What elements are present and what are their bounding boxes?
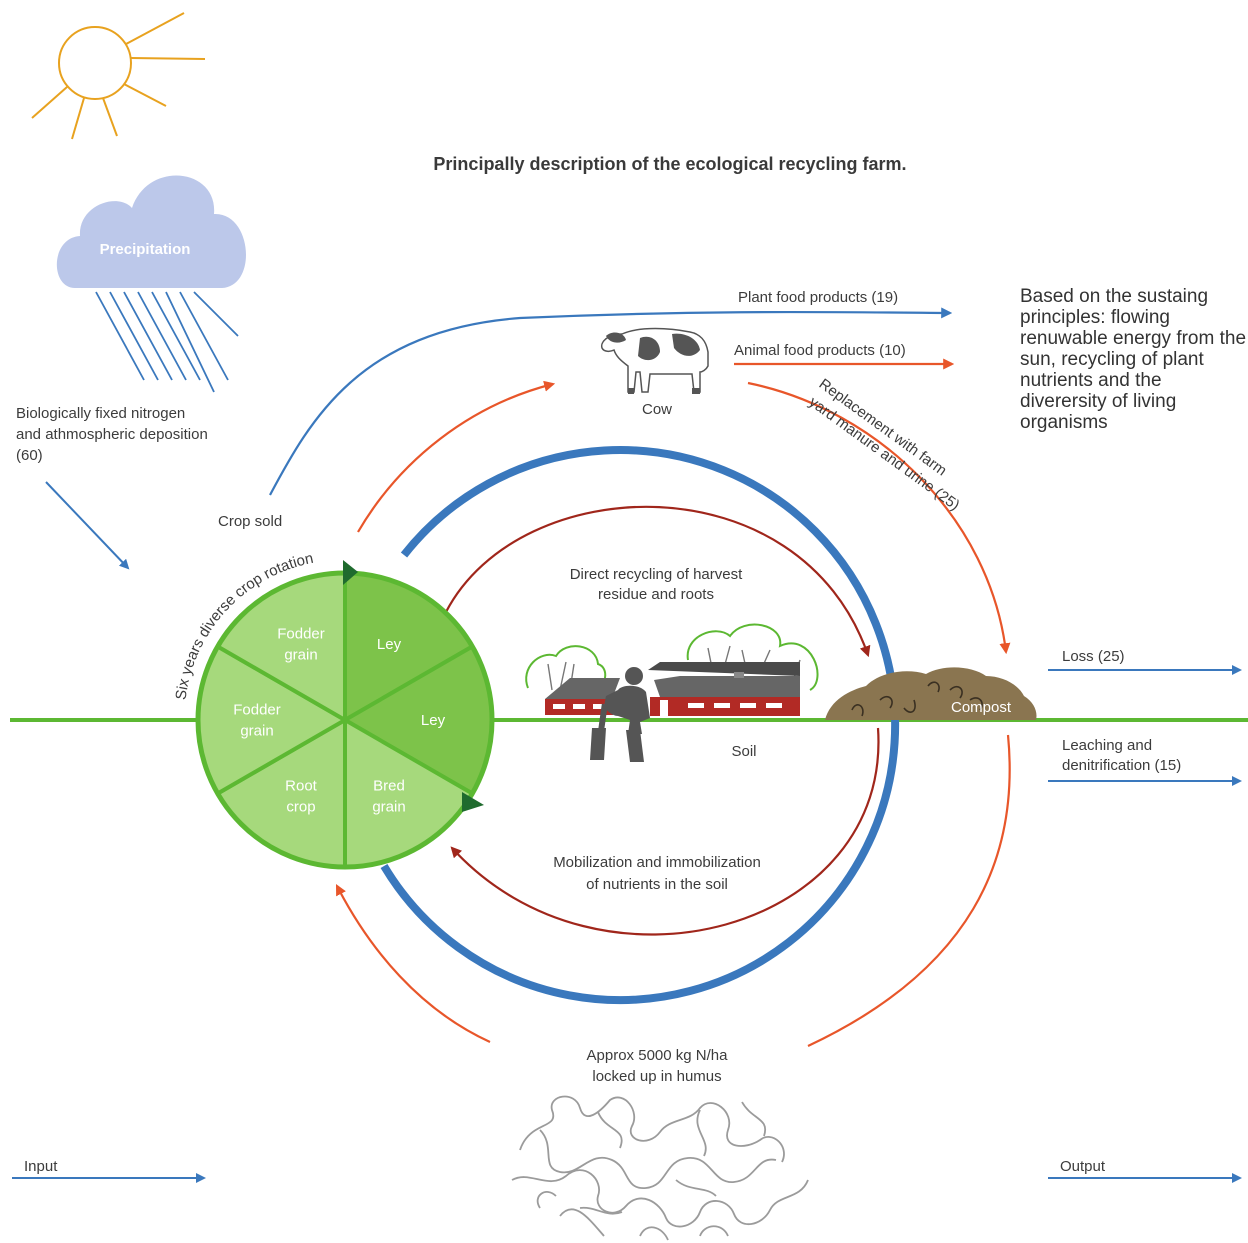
humus-label: Approx 5000 kg N/ha locked up in humus xyxy=(587,1047,729,1085)
crop-to-cow-arrow xyxy=(357,380,556,533)
svg-text:yard manure and urine (25): yard manure and urine (25) xyxy=(806,393,963,514)
mobilization-label: Mobilization and immobilization of nutri… xyxy=(553,854,761,893)
svg-text:Direct recycling of harvest: Direct recycling of harvest xyxy=(570,566,743,583)
svg-text:Approx 5000 kg N/ha: Approx 5000 kg N/ha xyxy=(587,1047,729,1064)
input-label: Input xyxy=(24,1158,58,1175)
manure-arrow xyxy=(747,381,1011,655)
compost-label: Compost xyxy=(951,699,1012,716)
cow-label: Cow xyxy=(642,401,672,418)
humus-to-crop-arrow xyxy=(335,884,491,1044)
rotation-sector-label: Ley xyxy=(421,712,446,729)
svg-text:Leaching and: Leaching and xyxy=(1062,737,1152,754)
farm-principles-text: Based on the sustaing principles: flowin… xyxy=(1020,286,1247,433)
direct-recycling-arrow xyxy=(445,505,871,658)
mobilization-arrow xyxy=(450,727,880,936)
plant-food-arrow xyxy=(269,307,953,496)
plant-food-label: Plant food products (19) xyxy=(738,289,898,306)
sun-icon xyxy=(31,12,206,140)
bio-nitrogen-label: Biologically fixed nitrogen and athmosph… xyxy=(16,405,208,464)
leaching-label: Leaching and denitrification (15) xyxy=(1062,737,1181,774)
humus-to-compost-arc xyxy=(807,734,1011,1047)
loss-label: Loss (25) xyxy=(1062,648,1125,665)
svg-text:Biologically fixed nitrogen: Biologically fixed nitrogen xyxy=(16,405,185,422)
humus-icon xyxy=(511,1095,809,1241)
compost-icon xyxy=(825,667,1037,720)
svg-text:residue and roots: residue and roots xyxy=(598,586,714,603)
animal-food-label: Animal food products (10) xyxy=(734,342,906,359)
svg-text:and athmospheric deposition: and athmospheric deposition xyxy=(16,426,208,443)
output-label: Output xyxy=(1060,1158,1106,1175)
svg-text:denitrification (15): denitrification (15) xyxy=(1062,757,1181,774)
nutrient-cycle-circle xyxy=(380,446,900,1005)
farm-icon xyxy=(525,623,819,716)
rotation-sector-label: Ley xyxy=(377,636,402,653)
farmer-icon xyxy=(590,667,650,762)
cow-icon xyxy=(600,327,709,394)
precipitation-label: Precipitation xyxy=(100,241,191,258)
nitrogen-input-arrow xyxy=(45,481,130,570)
rotation-arrowhead xyxy=(343,560,358,585)
svg-text:(60): (60) xyxy=(16,447,43,464)
soil-label: Soil xyxy=(731,743,756,760)
rotation-arrowhead xyxy=(462,792,484,812)
direct-recycling-label: Direct recycling of harvest residue and … xyxy=(570,566,743,603)
cloud-icon: Precipitation xyxy=(56,175,246,393)
page-title: Principally description of the ecologica… xyxy=(433,154,906,174)
svg-text:Mobilization and immobilizatio: Mobilization and immobilization xyxy=(553,854,761,871)
svg-text:locked up in humus: locked up in humus xyxy=(592,1068,721,1085)
crop-sold-label: Crop sold xyxy=(218,513,282,530)
svg-text:of nutrients in the soil: of nutrients in the soil xyxy=(586,876,728,893)
replacement-label: Replacement with farm yard manure and ur… xyxy=(806,375,963,514)
